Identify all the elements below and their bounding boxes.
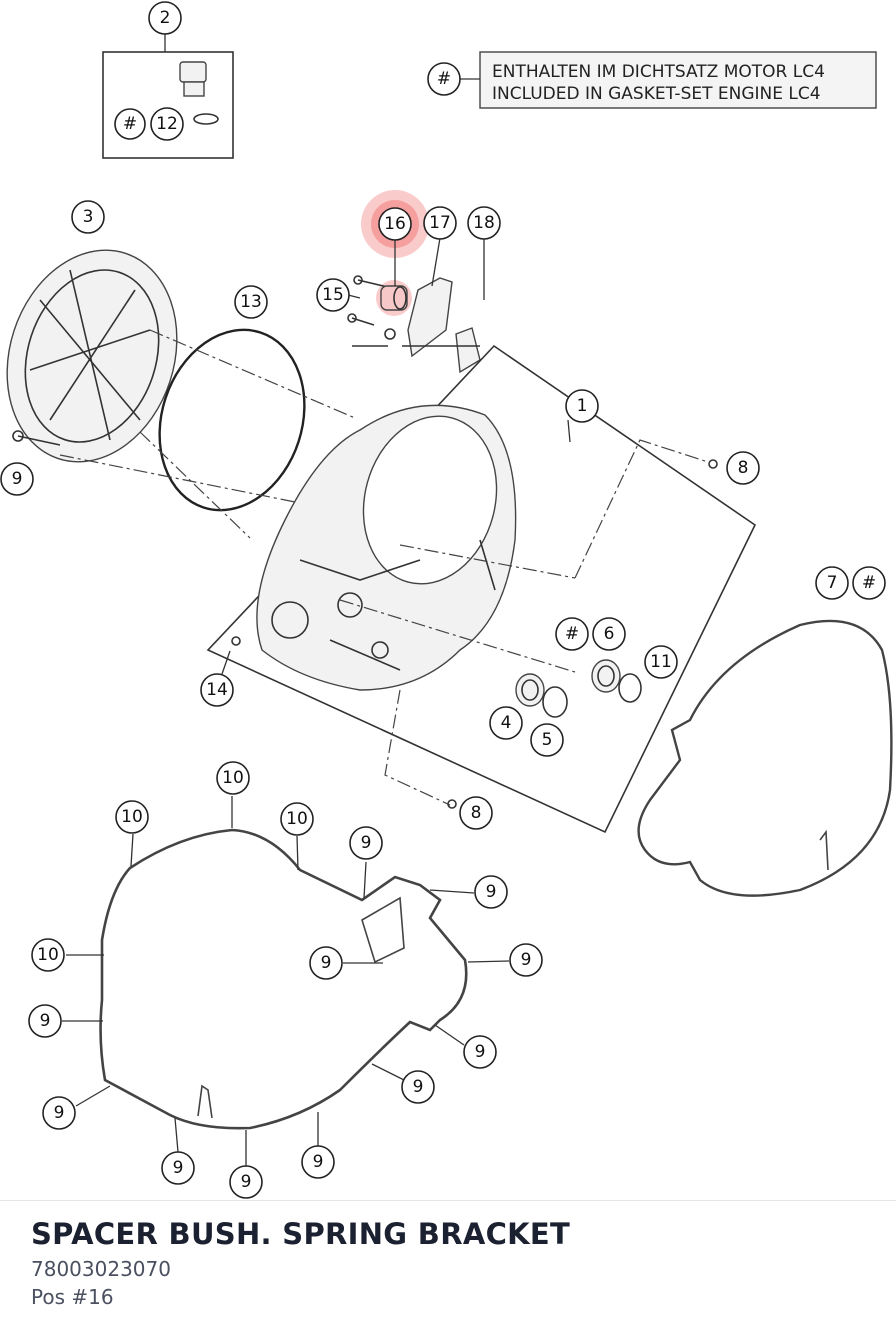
svg-text:#: # — [123, 114, 137, 134]
svg-text:15: 15 — [322, 285, 344, 305]
callout-gasket-10-side[interactable]: 10 — [31, 938, 65, 972]
svg-text:3: 3 — [83, 207, 94, 227]
callout-hash-legend[interactable]: # — [427, 62, 461, 96]
callout-gasket-9-d[interactable]: 9 — [509, 943, 543, 977]
part-number: 78003023070 — [31, 1257, 171, 1281]
exploded-parts-diagram: ENTHALTEN IM DICHTSATZ MOTOR LC4 INCLUDE… — [0, 1, 893, 1199]
svg-text:9: 9 — [361, 833, 372, 853]
callout-gasket-9-f[interactable]: 9 — [463, 1035, 497, 1069]
svg-text:9: 9 — [486, 882, 497, 902]
svg-text:9: 9 — [40, 1011, 51, 1031]
callout-9-cover[interactable]: 9 — [0, 462, 34, 496]
svg-text:#: # — [862, 573, 876, 593]
svg-text:10: 10 — [37, 945, 59, 965]
ring-5-part[interactable] — [542, 686, 568, 718]
svg-text:4: 4 — [501, 713, 512, 733]
callout-2[interactable]: 2 — [148, 1, 182, 35]
callout-14[interactable]: 14 — [200, 673, 234, 707]
spacer-bush-part[interactable] — [380, 285, 408, 311]
legend-box — [479, 51, 877, 109]
crankcase-cover-part[interactable] — [256, 401, 517, 691]
clutch-cover-part[interactable] — [0, 228, 203, 484]
svg-text:2: 2 — [160, 8, 171, 28]
svg-text:16: 16 — [384, 214, 406, 234]
callout-gasket-9-j[interactable]: 9 — [229, 1165, 263, 1199]
svg-text:9: 9 — [241, 1172, 252, 1192]
callout-6[interactable]: 6 — [592, 617, 626, 651]
svg-text:17: 17 — [429, 213, 451, 233]
svg-text:#: # — [565, 624, 579, 644]
callout-12[interactable]: 12 — [150, 107, 184, 141]
svg-text:11: 11 — [650, 652, 672, 672]
callout-17[interactable]: 17 — [423, 206, 457, 240]
svg-text:5: 5 — [542, 730, 553, 750]
gasket-bolt-leaders — [62, 796, 510, 1166]
part-info-panel: SPACER BUSH. SPRING BRACKET 78003023070 … — [0, 1200, 896, 1336]
svg-text:8: 8 — [471, 803, 482, 823]
callout-11[interactable]: 11 — [644, 645, 678, 679]
svg-text:1: 1 — [577, 396, 588, 416]
svg-text:12: 12 — [156, 114, 178, 134]
bolt-8-top[interactable] — [708, 459, 718, 469]
callout-5[interactable]: 5 — [530, 723, 564, 757]
callout-3[interactable]: 3 — [71, 200, 105, 234]
item-2-box — [102, 51, 234, 159]
legend-line-2: INCLUDED IN GASKET-SET ENGINE LC4 — [492, 84, 821, 104]
callout-hash-7[interactable]: # — [852, 566, 886, 600]
callout-gasket-9-g[interactable]: 9 — [401, 1070, 435, 1104]
svg-text:9: 9 — [413, 1077, 424, 1097]
legend-line-1: ENTHALTEN IM DICHTSATZ MOTOR LC4 — [492, 62, 825, 82]
svg-text:#: # — [437, 69, 451, 89]
oil-plug-part[interactable] — [179, 61, 219, 125]
svg-text:9: 9 — [321, 953, 332, 973]
svg-text:9: 9 — [12, 469, 23, 489]
callout-hash-6[interactable]: # — [555, 617, 589, 651]
svg-text:6: 6 — [604, 624, 615, 644]
gasket-7-part[interactable] — [637, 619, 893, 897]
callout-gasket-9-k[interactable]: 9 — [301, 1145, 335, 1179]
callout-15[interactable]: 15 — [316, 278, 350, 312]
svg-text:8: 8 — [738, 458, 749, 478]
callout-1[interactable]: 1 — [565, 389, 599, 423]
callout-gasket-9-c[interactable]: 9 — [309, 946, 343, 980]
callout-gasket-10-top[interactable]: 10 — [216, 761, 250, 795]
callout-hash-12[interactable]: # — [114, 108, 146, 140]
seal-4-part[interactable] — [515, 673, 545, 707]
callout-4[interactable]: 4 — [489, 706, 523, 740]
svg-text:9: 9 — [313, 1152, 324, 1172]
svg-text:10: 10 — [222, 768, 244, 788]
callout-gasket-10-left[interactable]: 10 — [115, 800, 149, 834]
callout-gasket-9-e[interactable]: 9 — [28, 1004, 62, 1038]
callout-gasket-9-b[interactable]: 9 — [474, 875, 508, 909]
callout-7[interactable]: 7 — [815, 566, 849, 600]
part-title: SPACER BUSH. SPRING BRACKET — [31, 1217, 571, 1251]
callout-gasket-10-mid[interactable]: 10 — [280, 802, 314, 836]
callout-18[interactable]: 18 — [467, 206, 501, 240]
svg-text:10: 10 — [286, 809, 308, 829]
svg-text:9: 9 — [521, 950, 532, 970]
seal-6-part[interactable] — [591, 659, 621, 693]
callout-8-top[interactable]: 8 — [726, 451, 760, 485]
callout-gasket-9-a[interactable]: 9 — [349, 826, 383, 860]
svg-text:18: 18 — [473, 213, 495, 233]
callout-gasket-9-i[interactable]: 9 — [161, 1151, 195, 1185]
svg-text:9: 9 — [475, 1042, 486, 1062]
svg-text:9: 9 — [54, 1103, 65, 1123]
bolt-8-bottom[interactable] — [447, 799, 457, 809]
svg-text:13: 13 — [240, 292, 262, 312]
spring-bracket-part[interactable] — [407, 277, 453, 358]
svg-text:7: 7 — [827, 573, 838, 593]
callout-13[interactable]: 13 — [234, 285, 268, 319]
callout-16-highlighted[interactable]: 16 — [378, 207, 412, 241]
callout-8-bottom[interactable]: 8 — [459, 796, 493, 830]
ring-11-part[interactable] — [618, 673, 642, 703]
callout-gasket-9-h[interactable]: 9 — [42, 1096, 76, 1130]
gasket-lower-part[interactable] — [99, 828, 468, 1130]
svg-text:14: 14 — [206, 680, 228, 700]
part-position: Pos #16 — [31, 1285, 114, 1309]
svg-text:10: 10 — [121, 807, 143, 827]
o-ring-part[interactable] — [137, 311, 327, 529]
pin-14-part[interactable] — [231, 636, 241, 646]
svg-text:9: 9 — [173, 1158, 184, 1178]
